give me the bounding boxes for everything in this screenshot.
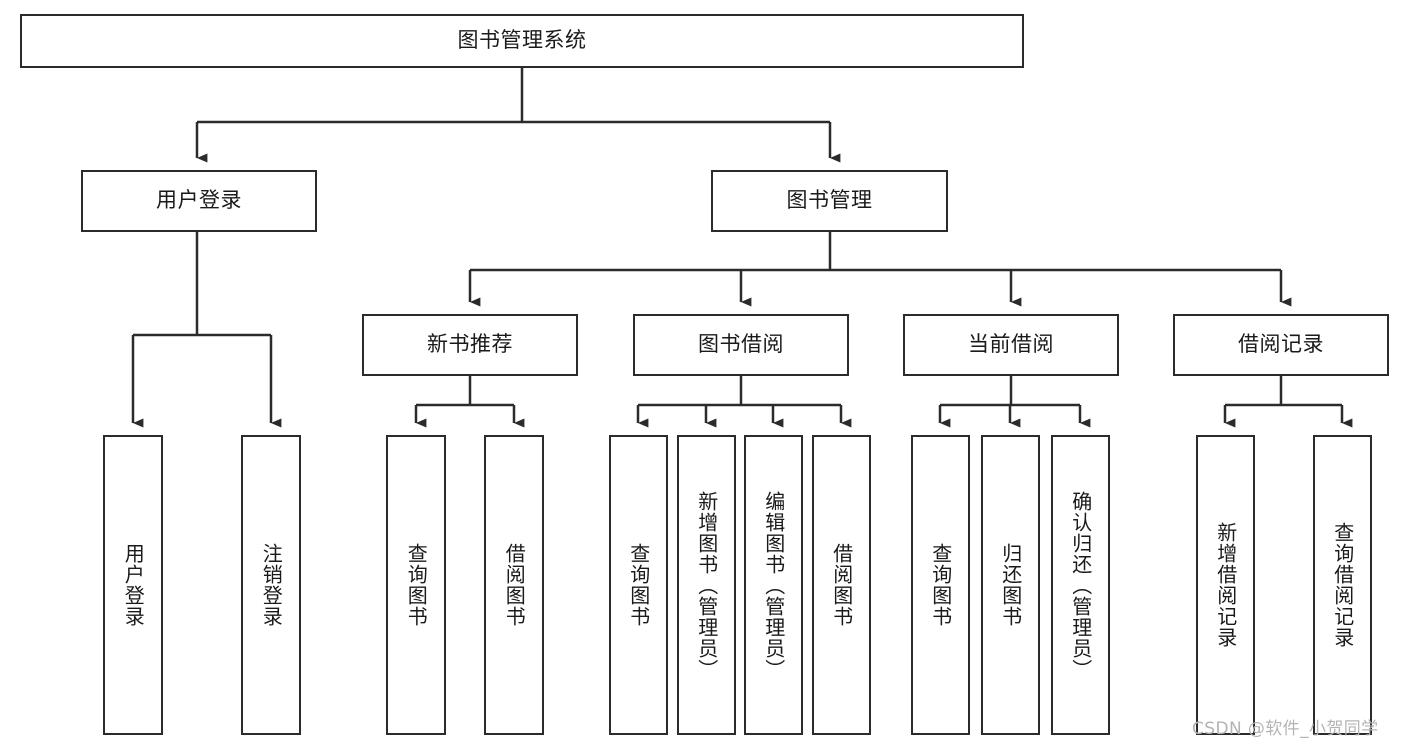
node-leaf-query-book-borrow[interactable]: 查询图书 bbox=[609, 435, 668, 735]
node-leaf-borrow-book-rec[interactable]: 借阅图书 bbox=[484, 435, 544, 735]
node-root[interactable]: 图书管理系统 bbox=[20, 14, 1024, 68]
node-new-book-recommend-label: 新书推荐 bbox=[427, 332, 513, 357]
node-leaf-query-borrow-record-label: 查询借阅记录 bbox=[1330, 522, 1355, 648]
node-leaf-borrow-book-rec-label: 借阅图书 bbox=[502, 543, 527, 627]
node-book-manage[interactable]: 图书管理 bbox=[711, 170, 948, 232]
node-leaf-confirm-return-admin-label: 确认归还（管理员） bbox=[1068, 490, 1093, 680]
node-leaf-edit-book-admin-label: 编辑图书（管理员） bbox=[761, 490, 786, 680]
node-book-borrow[interactable]: 图书借阅 bbox=[633, 314, 849, 376]
node-borrow-record-label: 借阅记录 bbox=[1238, 332, 1324, 357]
node-book-borrow-label: 图书借阅 bbox=[698, 332, 784, 357]
node-leaf-user-logout[interactable]: 注销登录 bbox=[241, 435, 301, 735]
node-leaf-add-book-admin[interactable]: 新增图书（管理员） bbox=[677, 435, 736, 735]
node-leaf-query-book-rec-label: 查询图书 bbox=[404, 543, 429, 627]
node-leaf-return-book-label: 归还图书 bbox=[998, 543, 1023, 627]
node-new-book-recommend[interactable]: 新书推荐 bbox=[362, 314, 578, 376]
node-leaf-query-borrow-record[interactable]: 查询借阅记录 bbox=[1313, 435, 1372, 735]
node-leaf-user-login[interactable]: 用户登录 bbox=[103, 435, 163, 735]
node-leaf-confirm-return-admin[interactable]: 确认归还（管理员） bbox=[1051, 435, 1110, 735]
node-current-borrow[interactable]: 当前借阅 bbox=[903, 314, 1119, 376]
node-root-label: 图书管理系统 bbox=[457, 28, 587, 53]
node-user-login-label: 用户登录 bbox=[156, 188, 242, 213]
node-current-borrow-label: 当前借阅 bbox=[968, 332, 1054, 357]
node-leaf-add-borrow-record-label: 新增借阅记录 bbox=[1213, 522, 1238, 648]
node-leaf-borrow-book-label: 借阅图书 bbox=[829, 543, 854, 627]
node-leaf-query-book-current[interactable]: 查询图书 bbox=[911, 435, 970, 735]
node-leaf-edit-book-admin[interactable]: 编辑图书（管理员） bbox=[744, 435, 803, 735]
node-leaf-query-book-rec[interactable]: 查询图书 bbox=[386, 435, 446, 735]
node-leaf-add-borrow-record[interactable]: 新增借阅记录 bbox=[1196, 435, 1255, 735]
node-leaf-borrow-book[interactable]: 借阅图书 bbox=[812, 435, 871, 735]
node-leaf-user-logout-label: 注销登录 bbox=[259, 543, 284, 627]
node-leaf-user-login-label: 用户登录 bbox=[121, 543, 146, 627]
node-leaf-query-book-current-label: 查询图书 bbox=[928, 543, 953, 627]
node-leaf-add-book-admin-label: 新增图书（管理员） bbox=[694, 490, 719, 680]
node-leaf-return-book[interactable]: 归还图书 bbox=[981, 435, 1040, 735]
node-leaf-query-book-borrow-label: 查询图书 bbox=[626, 543, 651, 627]
node-borrow-record[interactable]: 借阅记录 bbox=[1173, 314, 1389, 376]
node-book-manage-label: 图书管理 bbox=[786, 188, 873, 213]
node-user-login[interactable]: 用户登录 bbox=[81, 170, 317, 232]
